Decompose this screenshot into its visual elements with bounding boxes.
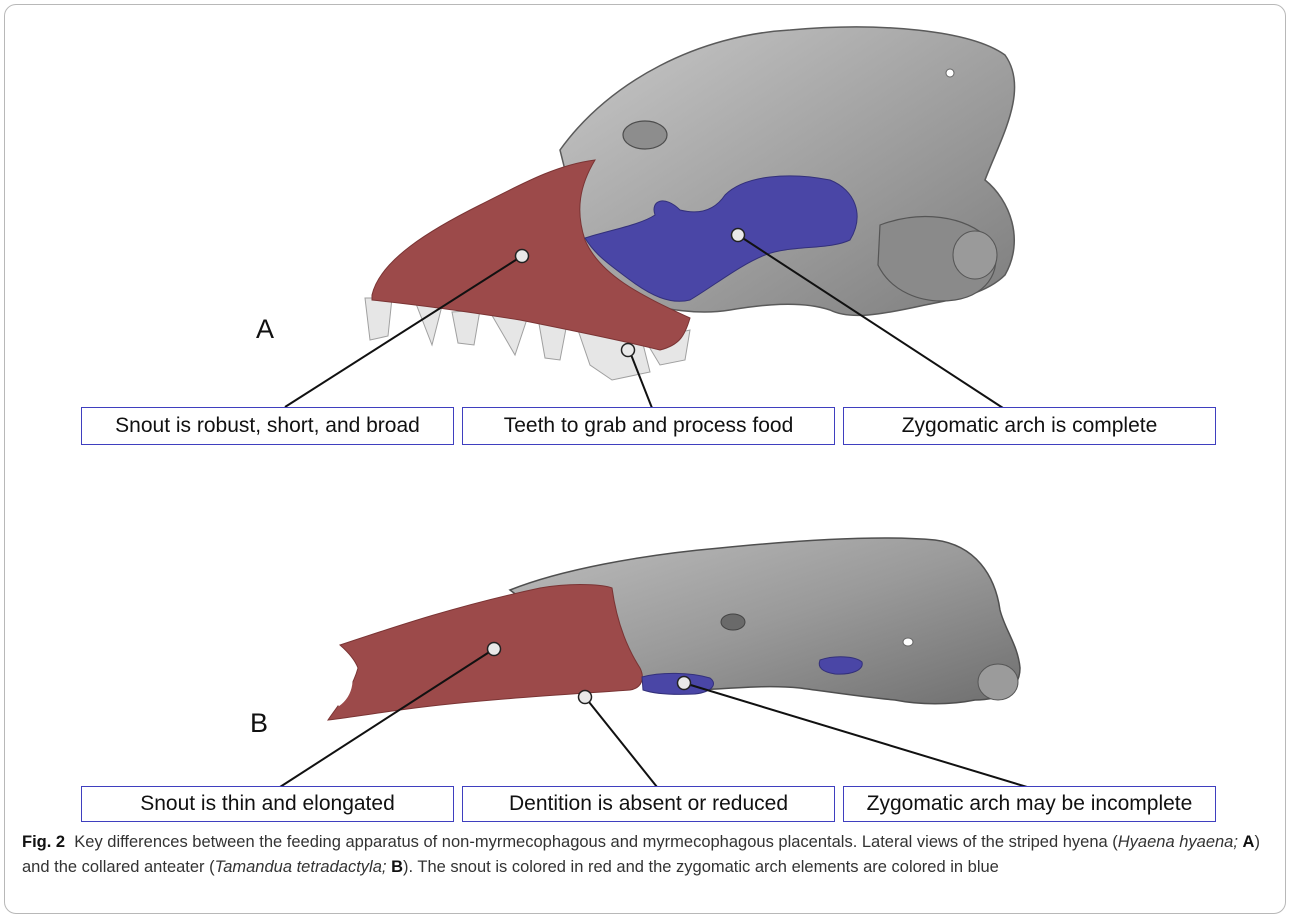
- anteater-foramen: [903, 638, 913, 646]
- anteater-skull: [328, 538, 1020, 720]
- marker-a-teeth: [622, 344, 635, 357]
- marker-a-zygomatic: [732, 229, 745, 242]
- figure-caption: Fig. 2 Key differences between the feedi…: [22, 830, 1272, 880]
- label-a-teeth: Teeth to grab and process food: [462, 407, 835, 445]
- hyena-orbit: [623, 121, 667, 149]
- anteater-bulla: [978, 664, 1018, 700]
- caption-text-3: ). The snout is colored in red and the z…: [403, 858, 999, 876]
- anteater-orbit: [721, 614, 745, 630]
- anteater-snout-red: [328, 585, 642, 720]
- panel-a-letter: A: [256, 314, 274, 344]
- hyena-skull: [365, 27, 1015, 380]
- marker-a-snout: [516, 250, 529, 263]
- marker-b-zygomatic: [678, 677, 691, 690]
- caption-letter-a: A: [1243, 833, 1255, 851]
- marker-b-dentition: [579, 691, 592, 704]
- caption-text-1: Key differences between the feeding appa…: [74, 833, 1118, 851]
- label-a-zygomatic: Zygomatic arch is complete: [843, 407, 1216, 445]
- caption-species-a: Hyaena hyaena;: [1118, 833, 1238, 851]
- marker-b-snout: [488, 643, 501, 656]
- caption-letter-b: B: [391, 858, 403, 876]
- anteater-zygomatic-blue-rear: [819, 657, 862, 674]
- label-b-dentition: Dentition is absent or reduced: [462, 786, 835, 822]
- label-a-snout: Snout is robust, short, and broad: [81, 407, 454, 445]
- label-b-zygomatic: Zygomatic arch may be incomplete: [843, 786, 1216, 822]
- hyena-foramen: [946, 69, 954, 77]
- label-b-snout: Snout is thin and elongated: [81, 786, 454, 822]
- figure-illustration: A B: [0, 0, 1290, 790]
- caption-fig-label: Fig. 2: [22, 833, 65, 851]
- caption-species-b: Tamandua tetradactyla;: [215, 858, 387, 876]
- hyena-bulla: [953, 231, 997, 279]
- panel-b-letter: B: [250, 708, 268, 738]
